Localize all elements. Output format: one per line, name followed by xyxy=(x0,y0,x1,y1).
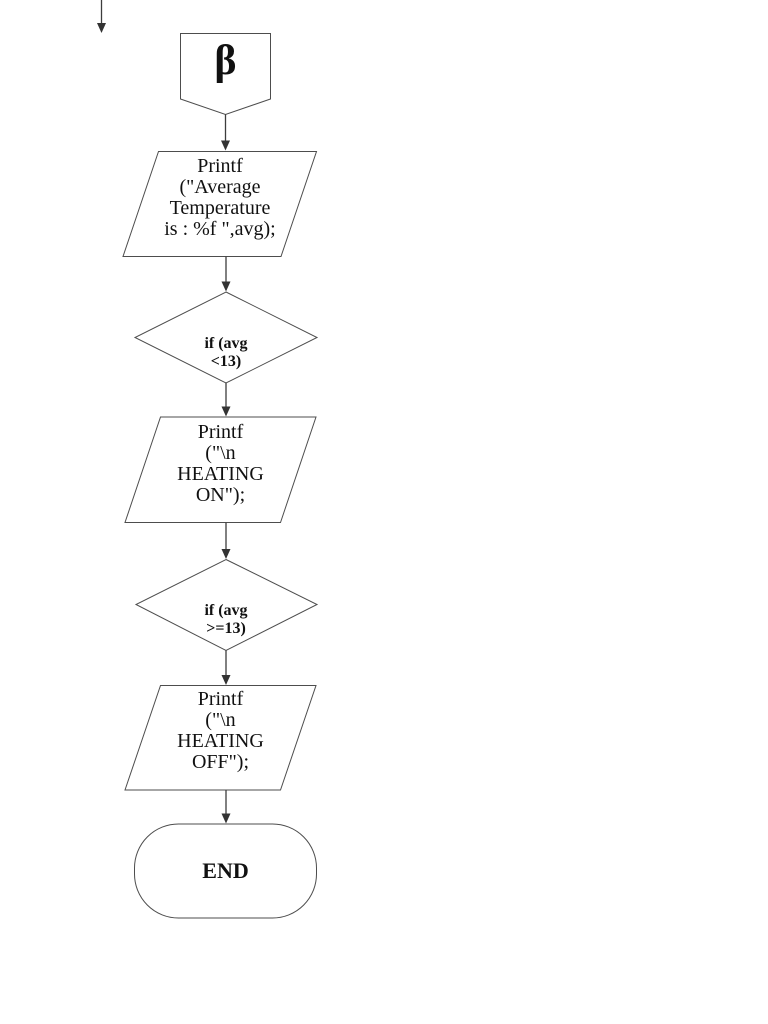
node-end-shape xyxy=(134,823,317,919)
flow-arrow-1 xyxy=(221,114,230,151)
incoming-flow-arrow xyxy=(97,0,106,33)
flow-arrow-2 xyxy=(221,256,231,292)
offpage-connector-label: β xyxy=(214,38,237,84)
offpage-connector-shape xyxy=(180,33,271,116)
node-decision-avg-gte-13-label: if (avg >=13) xyxy=(204,602,248,637)
node-print-heating-off-shape xyxy=(124,685,317,791)
node-end-label: END xyxy=(202,858,249,883)
node-print-avg-shape xyxy=(122,151,318,257)
node-print-heating-on-label: Printf ("\n HEATING ON"); xyxy=(177,421,264,506)
node-decision-avg-lt-13-label: if (avg <13) xyxy=(204,335,248,370)
node-print-heating-on-shape xyxy=(124,416,317,523)
flow-arrow-6 xyxy=(221,790,231,824)
flow-arrow-5 xyxy=(221,650,231,685)
flow-arrow-3 xyxy=(221,383,231,417)
node-print-avg-label: Printf ("Average Temperature is : %f ",a… xyxy=(164,155,276,240)
node-print-heating-off-label: Printf ("\n HEATING OFF"); xyxy=(177,688,264,773)
flow-arrow-4 xyxy=(221,522,231,559)
